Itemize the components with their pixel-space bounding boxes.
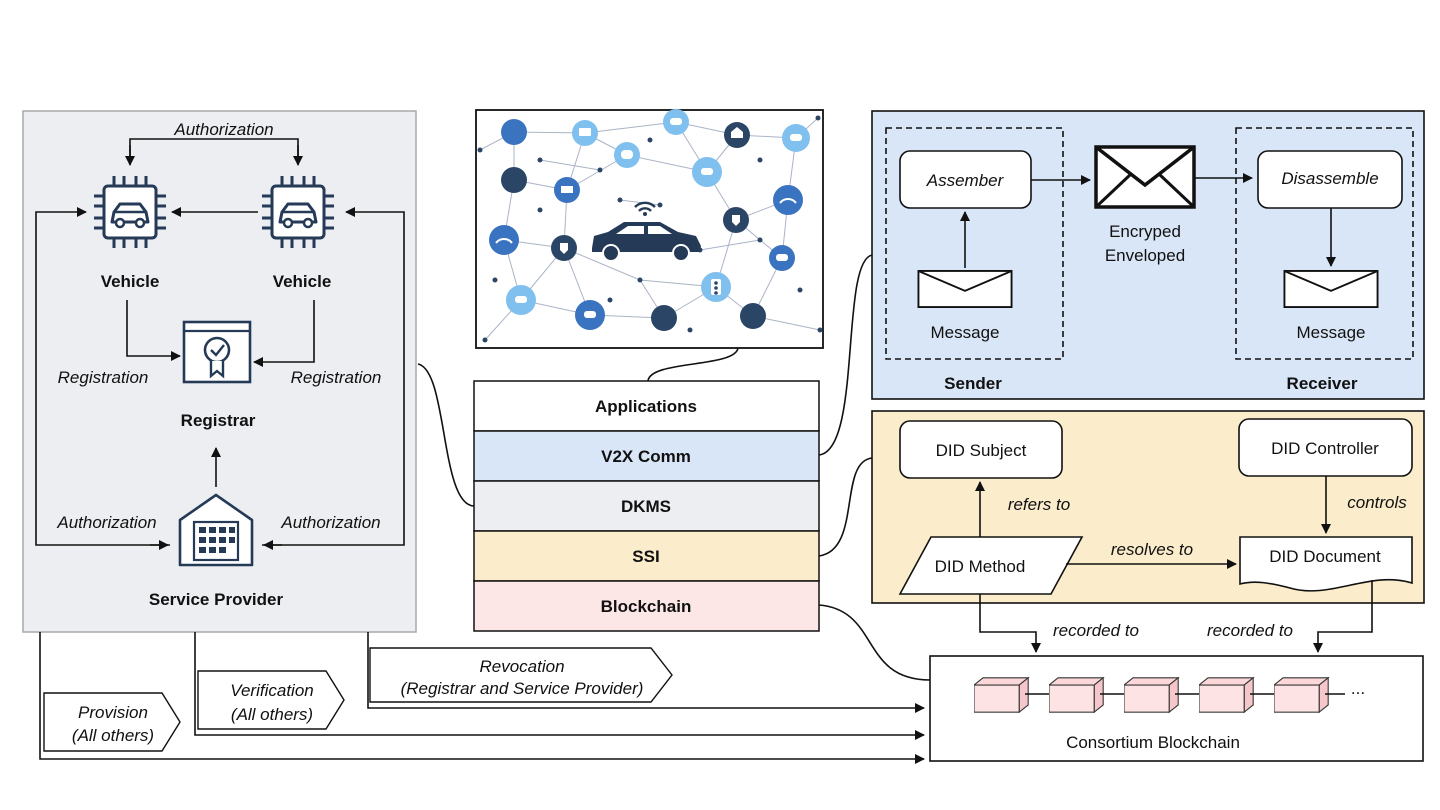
authorization-right-label: Authorization	[280, 513, 380, 532]
block-icon	[1199, 677, 1254, 713]
stack-label-applications: Applications	[595, 397, 697, 416]
registration-left-label: Registration	[58, 368, 149, 387]
verification-flag	[197, 670, 345, 730]
service-provider-label: Service Provider	[149, 590, 284, 609]
disassemble-label: Disassemble	[1281, 169, 1378, 188]
encrypted-label-line2: Enveloped	[1105, 246, 1185, 265]
consortium-blockchain-label: Consortium Blockchain	[1066, 733, 1240, 752]
provision-label-line2: (All others)	[72, 726, 154, 745]
verification-label-line2: (All others)	[231, 705, 313, 724]
authorization-top-label: Authorization	[173, 120, 273, 139]
assember-label: Assember	[926, 171, 1005, 190]
stack-label-v2x: V2X Comm	[601, 447, 691, 466]
message-right-label: Message	[1297, 323, 1366, 342]
car-icon	[592, 201, 701, 262]
vehicle-right-label: Vehicle	[273, 272, 332, 291]
did-document-label: DID Document	[1269, 547, 1381, 566]
blockchain-ellipsis: ...	[1351, 679, 1365, 698]
receiver-label: Receiver	[1287, 374, 1358, 393]
resolves-to-label: resolves to	[1111, 540, 1193, 559]
verification-label-line1: Verification	[230, 681, 313, 700]
block-icon	[974, 677, 1029, 713]
did-panel	[871, 410, 1425, 604]
vehicle-chip-icon	[260, 174, 336, 250]
stack-label-dkms: DKMS	[621, 497, 671, 516]
stack-layer-blockchain	[473, 580, 820, 632]
v2x-comm-panel	[871, 110, 1425, 400]
certificate-icon	[182, 320, 252, 384]
protocol-stack: Applications V2X Comm DKMS SSI Blockchai…	[473, 380, 820, 632]
encrypted-envelope-icon	[1094, 145, 1196, 209]
block-icon	[1124, 677, 1179, 713]
vehicle-left-label: Vehicle	[101, 272, 160, 291]
building-icon	[178, 493, 254, 567]
authorization-left-label: Authorization	[56, 513, 156, 532]
vehicular-network-illustration	[475, 109, 824, 349]
refers-to-label: refers to	[1008, 495, 1070, 514]
block-icon	[1274, 677, 1329, 713]
message-envelope-icon	[1283, 270, 1379, 308]
encrypted-label-line1: Encryped	[1109, 222, 1181, 241]
did-method-label: DID Method	[935, 557, 1026, 576]
revocation-flag	[369, 647, 673, 703]
block-icon	[1049, 677, 1104, 713]
stack-label-ssi: SSI	[632, 547, 659, 566]
did-subject-label: DID Subject	[936, 441, 1027, 460]
recorded-to-left-label: recorded to	[1053, 621, 1139, 640]
stack-layer-ssi	[473, 530, 820, 582]
controls-label: controls	[1347, 493, 1407, 512]
message-envelope-icon	[917, 270, 1013, 308]
provision-flag	[43, 692, 181, 752]
sender-label: Sender	[944, 374, 1002, 393]
did-controller-label: DID Controller	[1271, 439, 1379, 458]
registration-right-label: Registration	[291, 368, 382, 387]
revocation-label-line1: Revocation	[479, 657, 564, 676]
vehicle-chip-icon	[92, 174, 168, 250]
revocation-label-line2: (Registrar and Service Provider)	[401, 679, 644, 698]
stack-layer-applications	[473, 380, 820, 432]
stack-label-blockchain: Blockchain	[601, 597, 692, 616]
consortium-blockchain-box	[929, 655, 1424, 762]
provision-label-line1: Provision	[78, 703, 148, 722]
message-left-label: Message	[931, 323, 1000, 342]
recorded-to-right-label: recorded to	[1207, 621, 1293, 640]
registrar-label: Registrar	[181, 411, 256, 430]
